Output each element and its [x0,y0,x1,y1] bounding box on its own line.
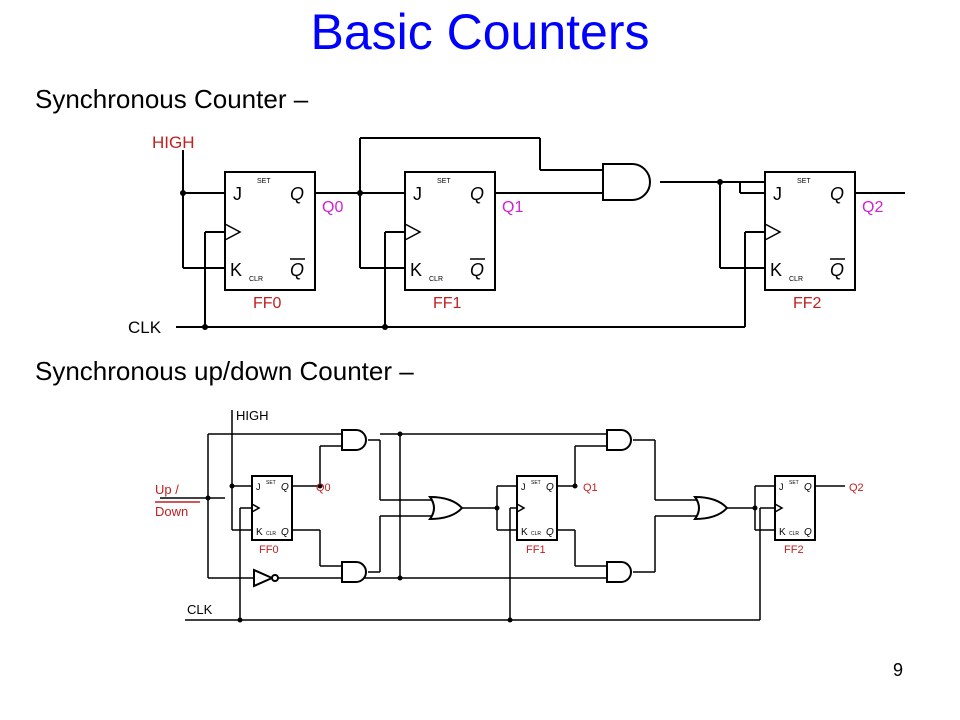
d2-ff2-set: SET [789,480,799,486]
d2-ff0-q: Q [281,482,289,493]
d1-q0-label: Q0 [322,199,343,216]
d1-wiring [176,137,905,328]
d2-high-label: HIGH [236,408,269,423]
d2-ff1-qbar: Q [546,527,554,538]
d2-up-label: Up / [155,482,179,497]
d1-ff0-name: FF0 [253,295,282,312]
d2-q2-label: Q2 [849,482,864,494]
d2-ff1-name: FF1 [526,544,546,556]
d2-or-gate-2 [693,495,729,521]
d2-and-gate-2 [341,561,367,583]
d1-ff2-q: Q [830,184,844,204]
d2-ff1-j: J [521,482,526,492]
page-number: 9 [892,660,903,680]
d1-high-label: HIGH [152,133,195,152]
d1-ff2-name: FF2 [793,295,822,312]
d1-flip-flop-ff1 [404,171,496,291]
d2-ff2-k: K [779,527,786,538]
d2-down-label: Down [155,504,188,519]
d2-flip-flop-ff0 [251,475,293,541]
d1-ff0-j: J [233,184,242,204]
d2-flip-flop-ff2 [774,475,816,541]
d1-ff0-q: Q [290,184,304,204]
d2-ff2-qbar: Q [804,527,812,538]
d1-flip-flop-ff0 [224,171,316,291]
d1-q2-label: Q2 [862,199,883,216]
d2-ff2-name: FF2 [784,544,804,556]
caption-synchronous-counter: Synchronous Counter – [35,84,309,114]
d2-ff2-clr: CLR [789,531,799,537]
d2-ff0-qbar: Q [281,527,289,538]
d1-ff1-set: SET [437,178,451,185]
d1-ff2-clr: CLR [789,276,803,283]
d1-and-gate [602,163,651,201]
d1-clk-label: CLK [128,318,162,337]
slide-title: Basic Counters [310,4,650,60]
caption-up-down-counter: Synchronous up/down Counter – [35,356,414,386]
d1-ff1-name: FF1 [433,295,462,312]
d2-q0-label: Q0 [316,482,331,494]
d1-ff2-set: SET [797,178,811,185]
d2-ff1-clr: CLR [531,531,541,537]
d1-ff1-j: J [413,184,422,204]
d2-ff0-name: FF0 [259,544,279,556]
d2-flip-flop-ff1 [516,475,558,541]
d1-ff1-q: Q [470,184,484,204]
d1-q1-label: Q1 [502,199,523,216]
d1-ff2-k: K [770,260,782,280]
d1-ff1-qbar: Q [470,260,484,280]
d2-q1-label: Q1 [583,482,598,494]
d2-clk-label: CLK [187,602,213,617]
d1-ff0-qbar: Q [290,260,304,280]
d2-and-gate-3 [606,429,632,451]
d1-ff2-j: J [773,184,782,204]
d2-ff0-set: SET [266,480,276,486]
d2-wiring [160,410,845,621]
d1-ff0-clr: CLR [249,276,263,283]
d1-ff2-qbar: Q [830,260,844,280]
d1-ff0-k: K [230,260,242,280]
d2-ff2-j: J [779,482,784,492]
d2-ff1-k: K [521,527,528,538]
d2-ff1-set: SET [531,480,541,486]
d1-ff0-set: SET [257,178,271,185]
d1-ff1-clr: CLR [429,276,443,283]
d2-ff1-q: Q [546,482,554,493]
d2-and-gate-1 [341,429,367,451]
d2-or-gate-1 [428,495,464,521]
d2-junction-dots [205,431,758,623]
d2-and-gate-4 [606,561,632,583]
d2-ff0-j: J [256,482,261,492]
d2-inverter [253,568,279,588]
d1-flip-flop-ff2 [764,171,856,291]
d1-ff1-k: K [410,260,422,280]
d1-junction-dots [180,179,723,330]
d2-ff2-q: Q [804,482,812,493]
d2-ff0-clr: CLR [266,531,276,537]
d2-ff0-k: K [256,527,263,538]
